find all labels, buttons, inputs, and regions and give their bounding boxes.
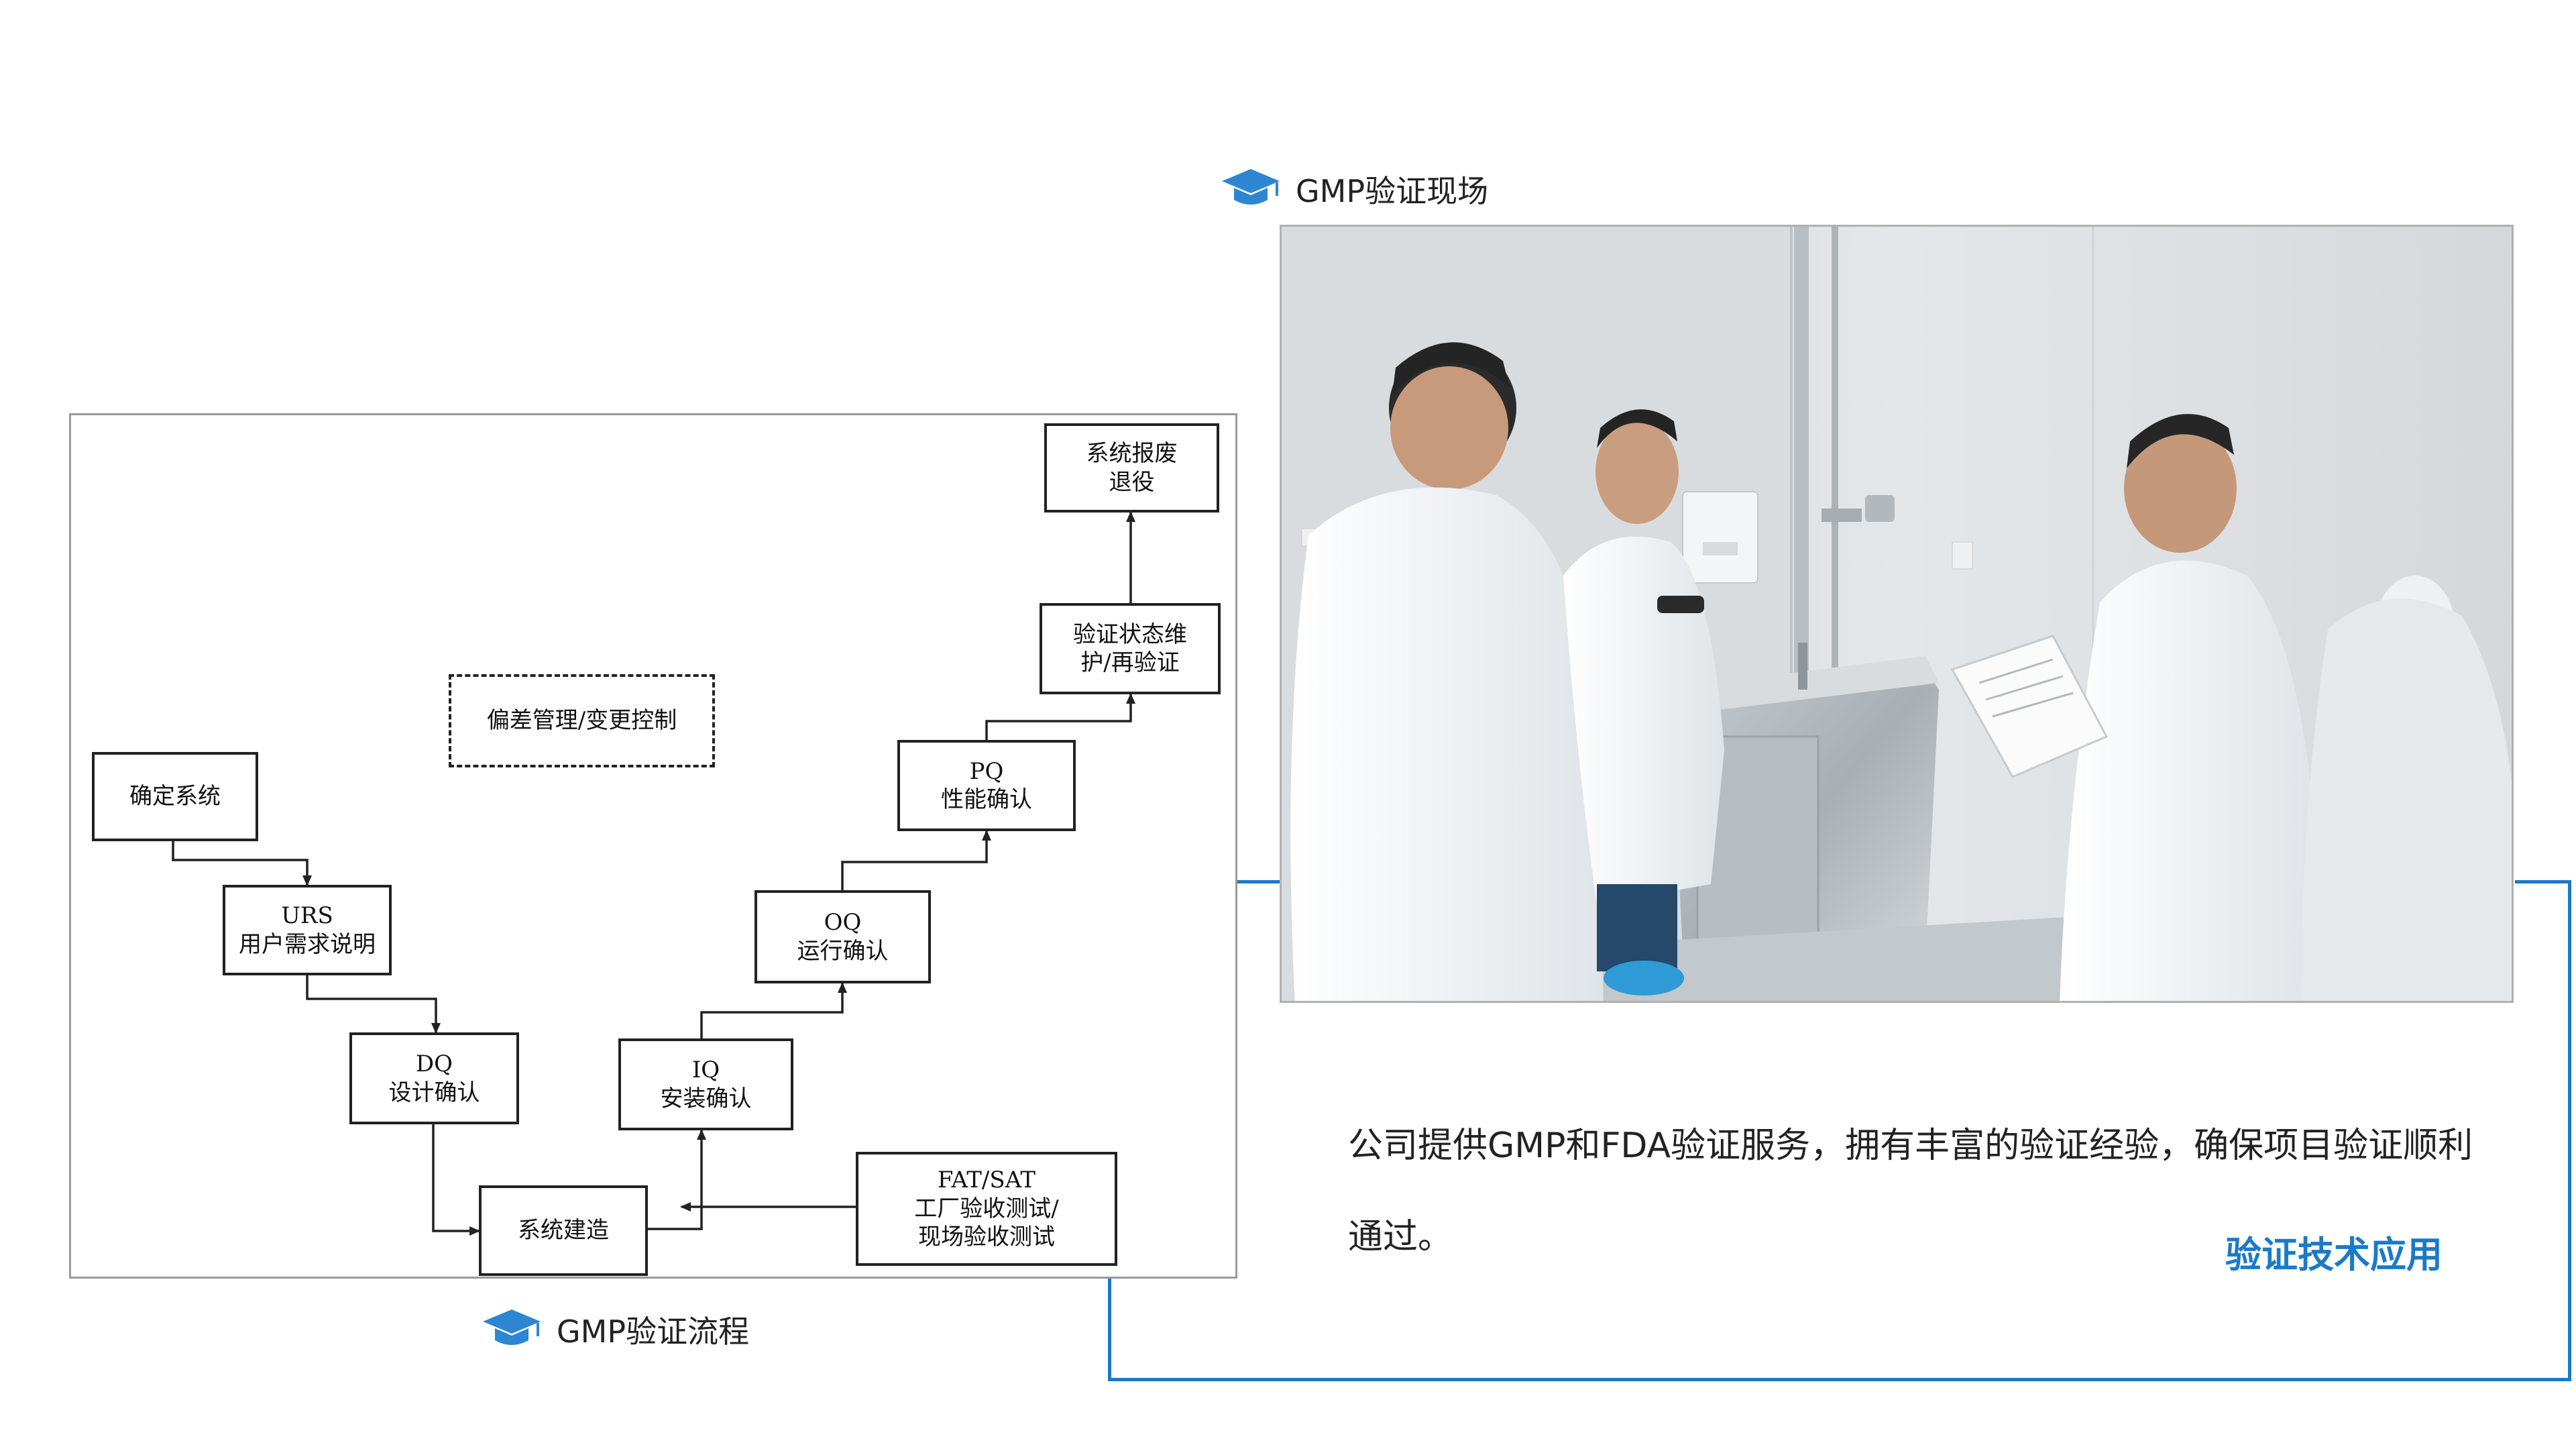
connector-pq-maintain bbox=[985, 693, 1135, 740]
box-fat-sat: FAT/SAT 工厂验收测试/ 现场验收测试 bbox=[856, 1152, 1117, 1266]
box-pq: PQ 性能确认 bbox=[897, 740, 1076, 831]
box-urs: URS 用户需求说明 bbox=[223, 885, 392, 975]
box-retire: 系统报废 退役 bbox=[1044, 423, 1219, 513]
connector-urs-dq bbox=[306, 975, 441, 1034]
diagram-connectors bbox=[172, 511, 1135, 1236]
gmp-site-photo bbox=[1280, 225, 2514, 1003]
site-caption-text: GMP验证现场 bbox=[1296, 173, 1489, 209]
process-caption-text: GMP验证流程 bbox=[557, 1313, 750, 1350]
site-caption: GMP验证现场 bbox=[1221, 166, 1488, 212]
box-maintain: 验证状态维 护/再验证 bbox=[1040, 603, 1221, 694]
service-description: 公司提供GMP和FDA验证服务，拥有丰富的验证经验，确保项目验证顺利通过。 bbox=[1348, 1126, 2473, 1257]
connector-oq-pq bbox=[841, 830, 991, 890]
connector-build-iq bbox=[648, 1129, 706, 1230]
box-iq: IQ 安装确认 bbox=[618, 1038, 793, 1130]
box-confirm: 确定系统 bbox=[92, 752, 258, 841]
frame-top-left bbox=[1234, 880, 1281, 883]
box-oq: OQ 运行确认 bbox=[754, 890, 931, 983]
frame-top-right bbox=[2515, 880, 2568, 883]
connector-dq-build bbox=[432, 1124, 480, 1236]
gmp-process-diagram: 系统报废 退役 验证状态维 护/再验证 偏差管理/变更控制 PQ 性能确认 OQ… bbox=[69, 413, 1237, 1279]
graduation-cap-icon bbox=[1221, 166, 1281, 212]
box-build: 系统建造 bbox=[479, 1185, 648, 1276]
graduation-cap-icon bbox=[482, 1307, 542, 1352]
connector-iq-oq bbox=[700, 982, 847, 1038]
connector-confirm-urs bbox=[172, 841, 312, 886]
tech-application-tag: 验证技术应用 bbox=[2225, 1234, 2443, 1276]
process-caption: GMP验证流程 bbox=[482, 1307, 749, 1352]
box-dq: DQ 设计确认 bbox=[349, 1032, 519, 1124]
box-deviation: 偏差管理/变更控制 bbox=[449, 674, 715, 767]
